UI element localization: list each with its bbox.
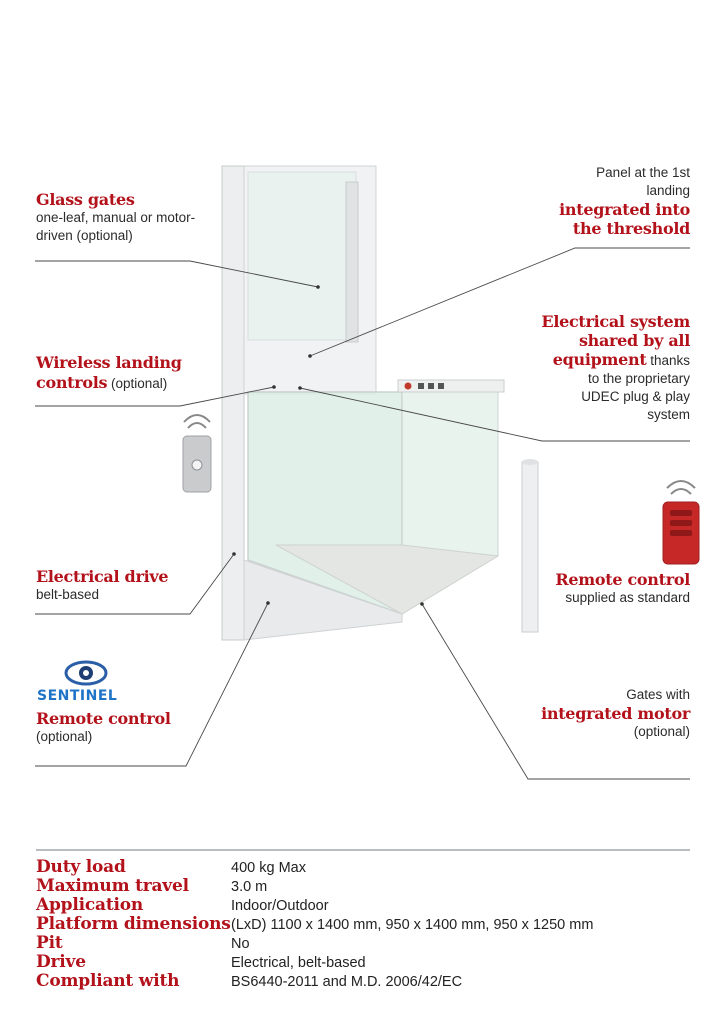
leader-dot [232, 552, 236, 556]
control-panel-key-3 [438, 383, 444, 389]
leader-dot [308, 354, 312, 358]
sentinel-brand: SENTINEL [37, 688, 118, 704]
callout-drive-title: Electrical drive [36, 567, 169, 586]
callout-electrical-title-2: shared by all [578, 331, 690, 350]
leader-dot [298, 386, 302, 390]
spec-row-maximum-travel: Maximum travel 3.0 m [36, 877, 696, 896]
specs-table: Duty load 400 kg Max Maximum travel 3.0 … [36, 858, 696, 991]
spec-row-drive: Drive Electrical, belt-based [36, 953, 696, 972]
remote-signal-icon [670, 488, 692, 495]
leader-dot [272, 385, 276, 389]
callout-sentinel-desc: (optional) [36, 729, 93, 744]
spec-label: Application [36, 895, 144, 915]
callout-electrical-tail-4: system [647, 407, 690, 422]
leader-glass-gates [35, 260, 319, 288]
callout-drive: Electrical drive belt-based [36, 567, 216, 604]
lift-mast [221, 165, 245, 641]
spec-label: Duty load [36, 857, 126, 877]
remote-signal-icon-outer [666, 480, 696, 489]
callout-remote-standard-title: Remote control [555, 570, 690, 589]
callout-gates-motor-desc: (optional) [633, 724, 690, 739]
callout-drive-desc: belt-based [36, 587, 100, 602]
platform-floor [275, 544, 500, 615]
callout-glass-gates-desc: one-leaf, manual or motor-driven (option… [36, 210, 196, 243]
spec-label: Drive [36, 952, 86, 972]
wireless-signal-icon [187, 422, 207, 429]
leader-dot [266, 601, 270, 605]
spec-value: No [231, 936, 250, 952]
callout-panel: Panel at the 1st landing integrated into… [490, 164, 690, 238]
callout-electrical-title-1: Electrical system [541, 312, 690, 331]
sentinel-highlight [83, 670, 89, 676]
callout-electrical: Electrical system shared by all equipmen… [470, 312, 690, 424]
spec-value: 3.0 m [231, 879, 268, 895]
remote-button-2 [670, 520, 692, 526]
spec-value: Indoor/Outdoor [231, 898, 329, 914]
callout-gates-motor: Gates with integrated motor (optional) [500, 686, 690, 741]
callout-sentinel-title: Remote control [36, 709, 171, 728]
leader-dot [316, 285, 320, 289]
callout-electrical-tail-1: thanks [650, 353, 690, 368]
callout-wireless: Wireless landing controls (optional) [36, 353, 216, 393]
wireless-control-button [191, 459, 203, 471]
callout-panel-pre-2: landing [646, 183, 690, 198]
leader-gates-motor [421, 603, 690, 780]
spec-row-duty-load: Duty load 400 kg Max [36, 858, 696, 877]
upper-gate-frame [345, 181, 359, 343]
control-panel-key-2 [428, 383, 434, 389]
callout-remote-standard-desc: supplied as standard [565, 590, 690, 605]
remote-button-1 [670, 510, 692, 516]
leader-panel [309, 247, 690, 357]
leader-wireless [35, 386, 275, 407]
callout-wireless-desc: (optional) [111, 376, 168, 391]
specs-divider [36, 849, 690, 851]
spec-value: 400 kg Max [231, 860, 306, 876]
callout-gates-motor-title: integrated motor [541, 704, 690, 723]
callout-glass-gates-title: Glass gates [36, 190, 135, 209]
callout-gates-motor-pre: Gates with [626, 687, 690, 702]
upper-glass-gate [247, 171, 357, 341]
leader-electrical [299, 387, 690, 442]
spec-value: (LxD) 1100 x 1400 mm, 950 x 1400 mm, 950… [231, 917, 594, 933]
callout-panel-title-2: the threshold [572, 219, 690, 238]
platform-base [243, 559, 403, 641]
control-panel-button [404, 382, 412, 390]
spec-value: Electrical, belt-based [231, 955, 366, 971]
remote-button-3 [670, 530, 692, 536]
spec-row-pit: Pit No [36, 934, 696, 953]
spec-row-application: Application Indoor/Outdoor [36, 896, 696, 915]
landing-post-top [522, 459, 538, 465]
control-panel-key-1 [418, 383, 424, 389]
callout-electrical-tail-3: UDEC plug & play [581, 389, 690, 404]
spec-row-platform-dimensions: Platform dimensions (LxD) 1100 x 1400 mm… [36, 915, 696, 934]
leader-sentinel [35, 602, 269, 767]
callout-electrical-tail-2: to the proprietary [587, 371, 690, 386]
spec-label: Pit [36, 933, 63, 953]
callout-remote-standard: Remote control supplied as standard [510, 570, 690, 607]
callout-glass-gates: Glass gates one-leaf, manual or motor-dr… [36, 190, 226, 245]
spec-value: BS6440-2011 and M.D. 2006/42/EC [231, 974, 463, 990]
spec-row-compliant-with: Compliant with BS6440-2011 and M.D. 2006… [36, 972, 696, 991]
callout-panel-pre-1: Panel at the 1st [596, 165, 690, 180]
wireless-signal-icon-outer [183, 414, 211, 423]
spec-label: Platform dimensions [36, 914, 231, 934]
leader-drive [35, 553, 235, 615]
callout-panel-title-1: integrated into [559, 200, 690, 219]
callout-electrical-title-3: equipment [552, 350, 647, 369]
leader-dot [420, 602, 424, 606]
callout-wireless-title: Wireless landing controls [36, 353, 182, 392]
callout-sentinel: Remote control (optional) [36, 709, 216, 746]
top-rail [397, 379, 505, 393]
spec-label: Compliant with [36, 971, 180, 991]
spec-label: Maximum travel [36, 876, 189, 896]
